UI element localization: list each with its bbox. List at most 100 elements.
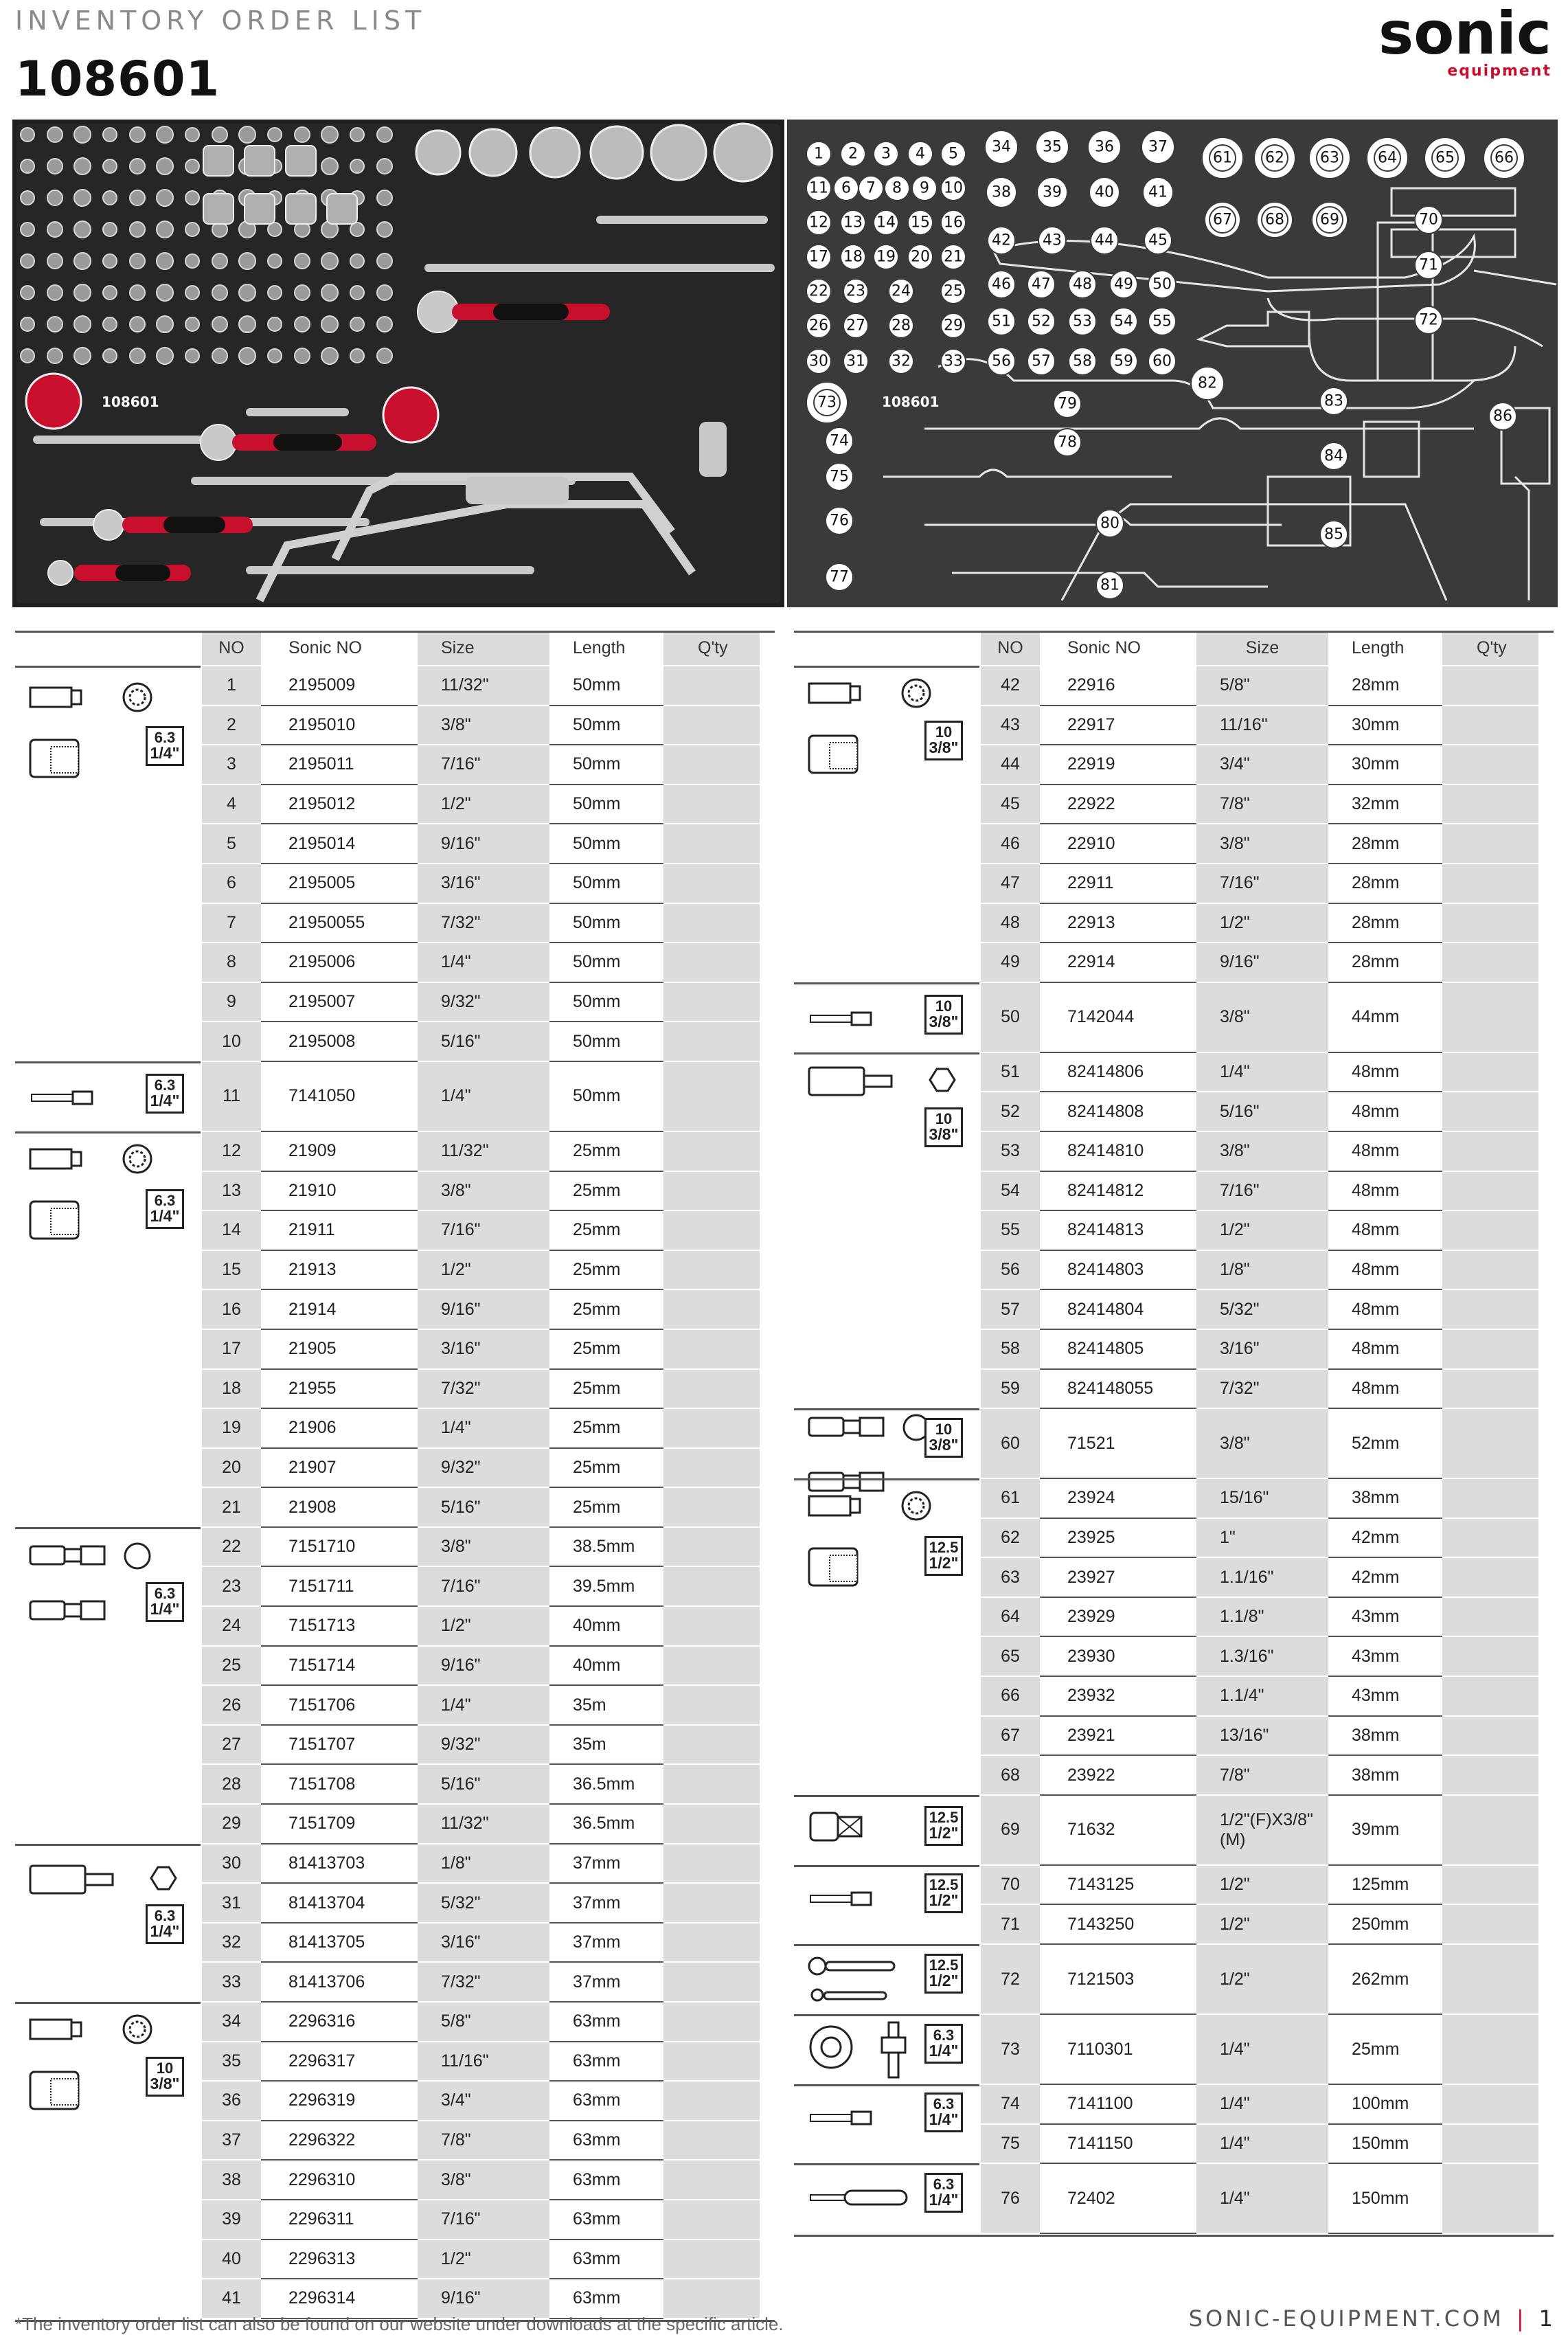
item-quantity[interactable] [663, 1526, 760, 1568]
item-quantity[interactable] [1442, 1794, 1538, 1866]
item-quantity[interactable] [663, 1447, 760, 1489]
item-quantity[interactable] [663, 1922, 760, 1963]
item-quantity[interactable] [1442, 1408, 1538, 1480]
item-quantity[interactable] [1442, 1597, 1538, 1638]
item-quantity[interactable] [1442, 903, 1538, 944]
item-quantity[interactable] [1442, 705, 1538, 746]
position-badge-27: 27 [843, 313, 869, 339]
item-quantity[interactable] [1442, 1329, 1538, 1370]
item-quantity[interactable] [1442, 1755, 1538, 1796]
svg-text:41: 41 [1148, 184, 1168, 201]
col-size-header: Size [418, 631, 549, 666]
item-quantity[interactable] [1442, 824, 1538, 864]
item-length: 25mm [549, 1289, 663, 1330]
item-quantity[interactable] [1442, 1636, 1538, 1678]
item-quantity[interactable] [663, 1329, 760, 1370]
position-badge-2: 2 [840, 141, 866, 167]
item-quantity[interactable] [1442, 863, 1538, 904]
item-quantity[interactable] [1442, 1171, 1538, 1212]
item-quantity[interactable] [663, 1061, 760, 1132]
item-quantity[interactable] [663, 2120, 760, 2161]
item-quantity[interactable] [1442, 1289, 1538, 1330]
item-number: 53 [981, 1131, 1040, 1172]
item-quantity[interactable] [663, 824, 760, 864]
item-quantity[interactable] [663, 1408, 760, 1449]
socket-photo [376, 253, 393, 269]
item-quantity[interactable] [663, 1566, 760, 1608]
item-quantity[interactable] [1442, 2014, 1538, 2086]
position-badge-11: 11 [806, 175, 832, 201]
item-quantity[interactable] [1442, 2084, 1538, 2125]
item-quantity[interactable] [663, 1645, 760, 1687]
item-quantity[interactable] [1442, 1715, 1538, 1757]
socket-photo [376, 284, 393, 301]
item-quantity[interactable] [663, 1962, 760, 2003]
sonic-article-number: 2195007 [261, 982, 418, 1023]
item-quantity[interactable] [1442, 1557, 1538, 1598]
item-quantity[interactable] [663, 1804, 760, 1845]
item-quantity[interactable] [1442, 1092, 1538, 1132]
item-quantity[interactable] [1442, 2123, 1538, 2165]
item-quantity[interactable] [1442, 1250, 1538, 1291]
item-quantity[interactable] [663, 666, 760, 706]
item-quantity[interactable] [1442, 666, 1538, 706]
item-quantity[interactable] [663, 1843, 760, 1884]
item-quantity[interactable] [663, 1685, 760, 1726]
item-quantity[interactable] [1442, 1518, 1538, 1559]
item-quantity[interactable] [663, 863, 760, 904]
item-quantity[interactable] [663, 1131, 760, 1172]
item-quantity[interactable] [663, 2279, 760, 2319]
item-quantity[interactable] [1442, 1904, 1538, 1945]
socket-photo [102, 190, 117, 205]
item-quantity[interactable] [663, 903, 760, 944]
item-quantity[interactable] [663, 2160, 760, 2200]
item-quantity[interactable] [1442, 1944, 1538, 2016]
item-quantity[interactable] [663, 1724, 760, 1766]
item-quantity[interactable] [663, 2041, 760, 2082]
item-quantity[interactable] [1442, 943, 1538, 983]
item-quantity[interactable] [663, 1022, 760, 1062]
item-quantity[interactable] [1442, 982, 1538, 1053]
item-quantity[interactable] [1442, 1864, 1538, 1906]
socket-photo [350, 285, 365, 300]
item-quantity[interactable] [1442, 1210, 1538, 1251]
item-quantity[interactable] [663, 1250, 760, 1291]
item-quantity[interactable] [1442, 2163, 1538, 2235]
item-quantity[interactable] [1442, 1368, 1538, 1410]
socket-photo [294, 126, 310, 143]
item-quantity[interactable] [663, 2002, 760, 2042]
item-quantity[interactable] [1442, 1052, 1538, 1093]
tool-drawing-icon [810, 1891, 872, 1906]
item-quantity[interactable] [1442, 1131, 1538, 1172]
item-quantity[interactable] [663, 705, 760, 746]
item-quantity[interactable] [663, 982, 760, 1023]
socket-photo [321, 252, 339, 270]
item-quantity[interactable] [663, 2199, 760, 2240]
item-quantity[interactable] [663, 943, 760, 983]
item-number: 76 [981, 2163, 1040, 2235]
item-quantity[interactable] [663, 2239, 760, 2280]
item-quantity[interactable] [663, 1368, 760, 1410]
item-quantity[interactable] [663, 2081, 760, 2121]
item-quantity[interactable] [663, 1210, 760, 1251]
socket-photo [20, 253, 35, 269]
item-quantity[interactable] [1442, 1478, 1538, 1519]
item-quantity[interactable] [663, 1764, 760, 1805]
item-quantity[interactable] [663, 1606, 760, 1647]
item-quantity[interactable] [663, 745, 760, 785]
socket-photo [73, 315, 91, 333]
item-quantity[interactable] [1442, 1676, 1538, 1717]
position-badge-73: 73 [806, 381, 848, 424]
svg-text:24: 24 [891, 283, 911, 300]
item-quantity[interactable] [663, 1487, 760, 1528]
item-quantity[interactable] [663, 784, 760, 825]
item-quantity[interactable] [663, 1289, 760, 1330]
item-quantity[interactable] [1442, 784, 1538, 825]
item-quantity[interactable] [663, 1883, 760, 1924]
website-link[interactable]: SONIC-EQUIPMENT.COM [1188, 2305, 1504, 2332]
item-quantity[interactable] [1442, 745, 1538, 785]
item-quantity[interactable] [663, 1171, 760, 1212]
